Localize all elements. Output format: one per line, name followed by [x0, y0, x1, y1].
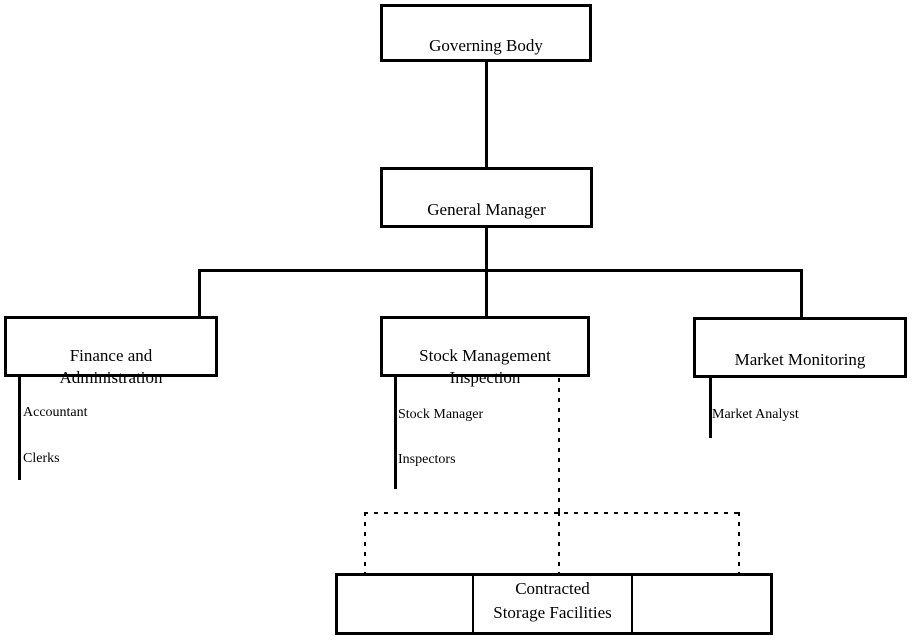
stem-stock-staff: [394, 375, 397, 489]
storage-cell-left: [338, 576, 472, 632]
node-stock-management-inspection: Stock Management Inspection: [380, 316, 590, 387]
node-governing-body: Governing Body: [380, 4, 592, 62]
staff-label-clerks: Clerks: [23, 451, 60, 466]
dotted-drop-storage-middle: [558, 512, 560, 573]
connector-general-to-stock: [485, 228, 488, 316]
stem-market-staff: [709, 376, 712, 438]
contracted-storage-table: Contracted Storage Facilities: [335, 573, 773, 635]
node-finance-administration-label: Finance and Administration: [59, 346, 163, 388]
node-market-monitoring: Market Monitoring: [693, 317, 907, 378]
stem-finance-staff: [18, 375, 21, 480]
staff-label-stock-manager: Stock Manager: [398, 407, 484, 422]
staff-label-market-analyst: Market Analyst: [712, 407, 799, 422]
dotted-stock-to-storage: [558, 378, 560, 514]
node-general-manager-label: General Manager: [427, 200, 546, 220]
dotted-storage-horizontal: [364, 512, 741, 514]
connector-governing-to-general: [485, 62, 488, 167]
storage-cell-right: [633, 576, 770, 632]
connector-branch-horizontal: [198, 269, 803, 272]
node-stock-management-inspection-label: Stock Management Inspection: [419, 346, 551, 388]
staff-label-inspectors: Inspectors: [398, 452, 456, 467]
node-general-manager: General Manager: [380, 167, 593, 228]
storage-cell-label: Contracted Storage Facilities: [472, 576, 633, 632]
staff-label-accountant: Accountant: [23, 405, 88, 420]
connector-drop-finance: [198, 269, 201, 316]
dotted-drop-storage-right: [738, 512, 740, 573]
node-governing-body-label: Governing Body: [429, 36, 543, 56]
connector-drop-market: [800, 269, 803, 317]
dotted-drop-storage-left: [364, 512, 366, 573]
node-market-monitoring-label: Market Monitoring: [734, 350, 866, 370]
node-finance-administration: Finance and Administration: [4, 316, 218, 387]
